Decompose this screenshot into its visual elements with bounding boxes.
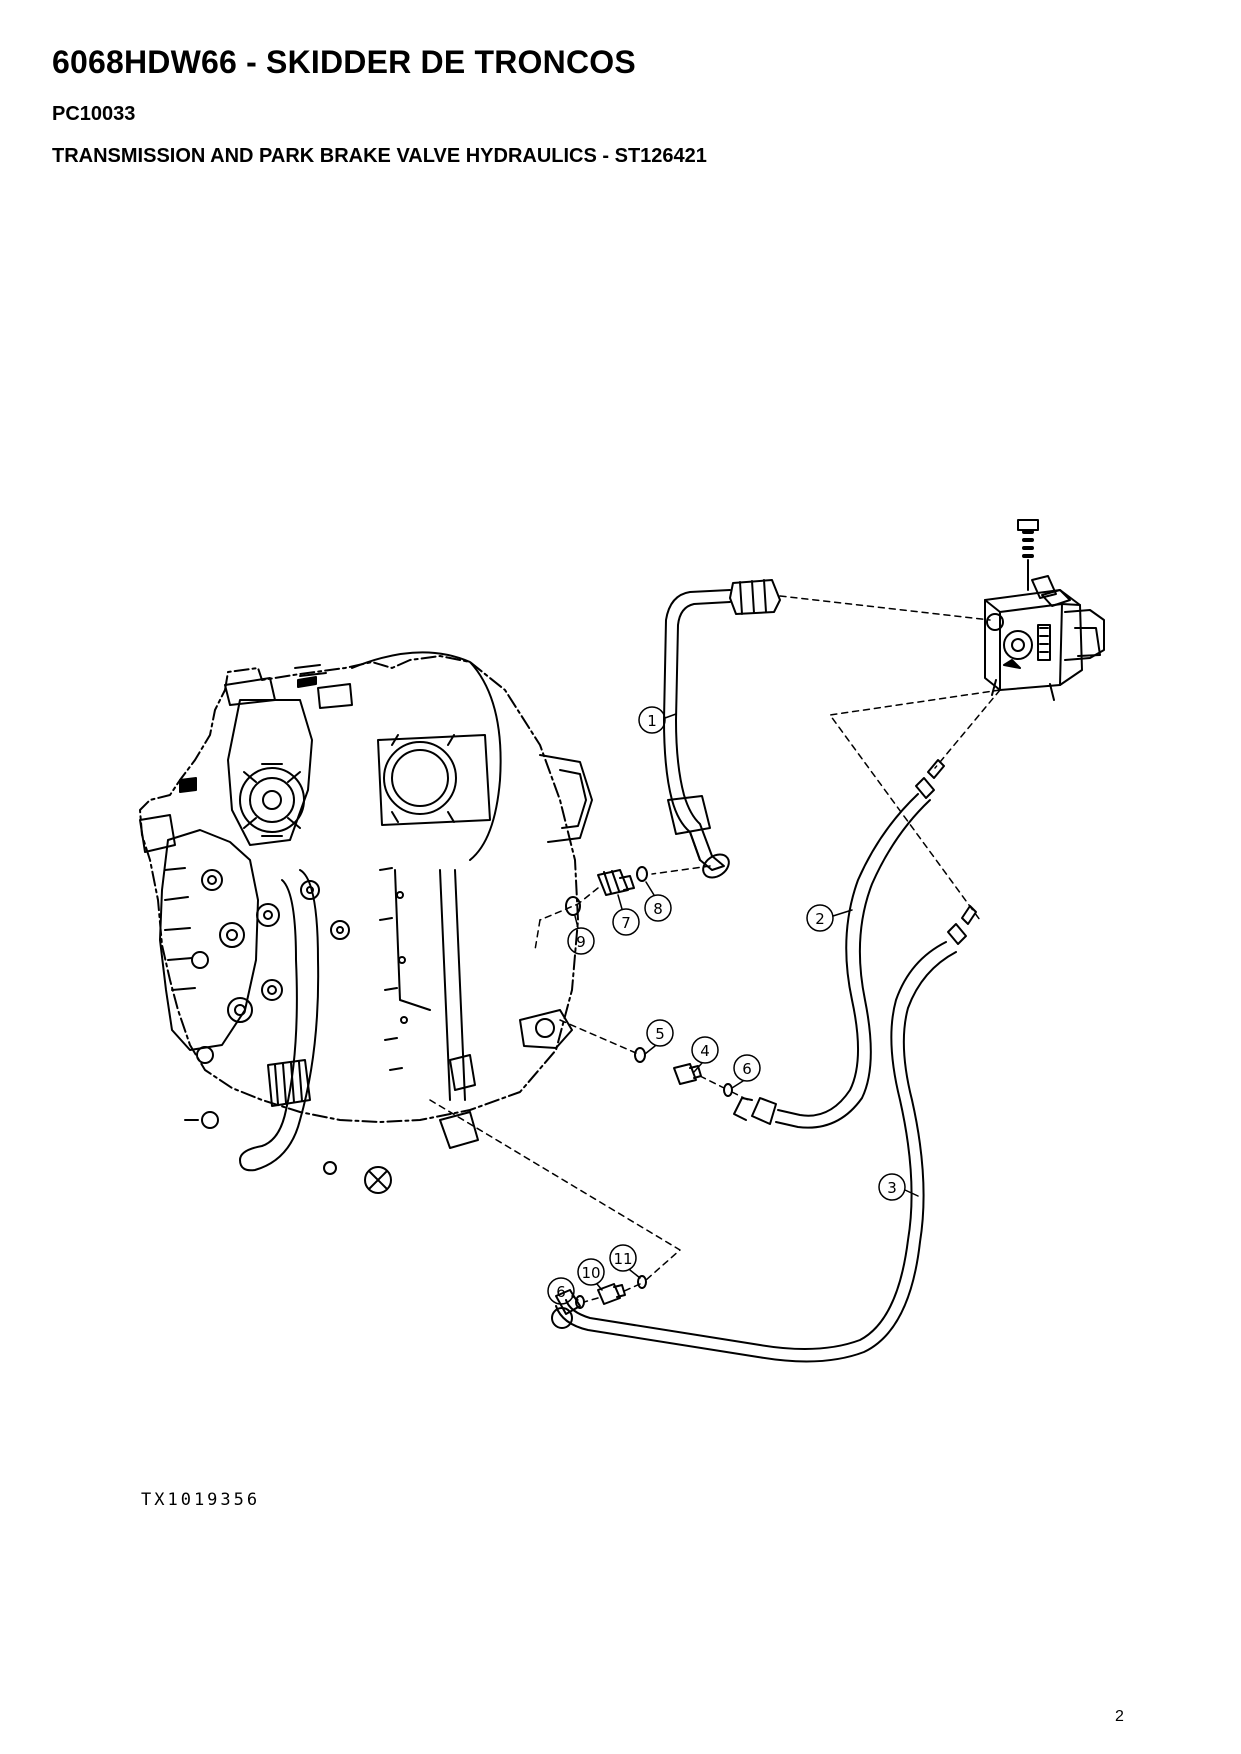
callout-label: 11 <box>613 1250 632 1268</box>
hose-1 <box>663 579 781 879</box>
page-number: 2 <box>1115 1708 1124 1725</box>
callout-label: 1 <box>647 712 657 730</box>
callouts <box>547 706 919 1305</box>
page-title: 6068HDW66 - SKIDDER DE TRONCOS <box>52 44 636 80</box>
callout-label: 3 <box>887 1179 897 1197</box>
transmission-housing <box>139 651 593 1194</box>
callout-label: 10 <box>581 1264 600 1282</box>
callout-label: 6 <box>556 1283 566 1301</box>
callout-label: 4 <box>700 1042 710 1060</box>
callout-label: 8 <box>653 900 663 918</box>
callout-label: 6 <box>742 1060 752 1078</box>
hose-3 <box>551 905 977 1363</box>
callout-label: 5 <box>655 1025 665 1043</box>
parts-catalog-code: PC10033 <box>52 103 136 125</box>
hose-2 <box>733 759 945 1129</box>
callout-labels: 1 2 3 4 5 6 7 8 9 6 10 11 <box>556 712 897 1301</box>
callout-label: 2 <box>815 910 825 928</box>
park-brake-valve <box>984 519 1105 701</box>
figure-code: TX1019356 <box>141 1490 261 1510</box>
callout-label: 7 <box>621 914 631 932</box>
callout-label: 9 <box>576 933 586 951</box>
fittings <box>565 866 733 1309</box>
section-caption: TRANSMISSION AND PARK BRAKE VALVE HYDRAU… <box>52 145 707 167</box>
assembly-leader-lines <box>429 595 1001 1303</box>
